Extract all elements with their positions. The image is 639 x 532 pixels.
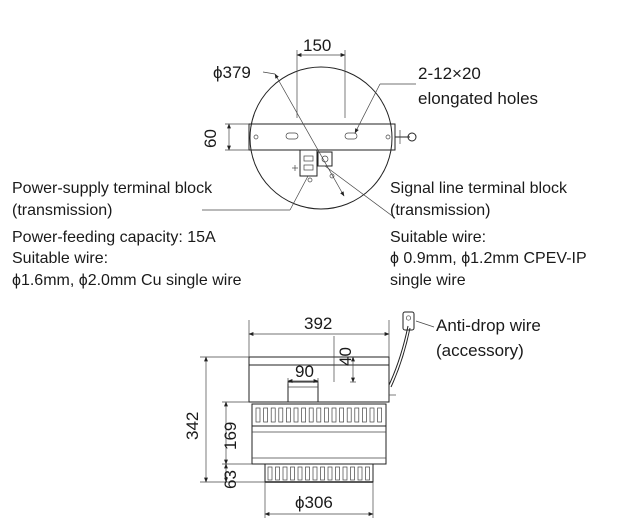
- louvre-slot: [346, 407, 352, 423]
- side-fins: [267, 466, 370, 481]
- cooling-fin: [335, 466, 340, 481]
- dim-342: 342: [183, 412, 202, 440]
- cooling-fin: [320, 466, 325, 481]
- power-terminal-notes: Power-supply terminal block (transmissio…: [12, 180, 242, 289]
- side-louvre-band: [251, 403, 387, 427]
- signal-terminal-title: Signal line terminal block: [390, 180, 568, 197]
- power-terminal-block: [299, 149, 318, 177]
- dim-40: 40: [336, 347, 355, 366]
- signal-suitable-wire-value: ϕ 0.9mm, ϕ1.2mm CPEV-IP: [390, 250, 587, 267]
- louvre-slot: [270, 407, 276, 423]
- side-view: 392 40 90 342 169 63 ϕ306 Anti-drop wire…: [183, 311, 541, 518]
- signal-terminal-notes: Signal line terminal block (transmission…: [390, 180, 587, 289]
- dim-150: 150: [303, 36, 331, 55]
- dim-63: 63: [221, 470, 240, 489]
- cooling-fin: [342, 466, 348, 481]
- side-upper-body: [248, 364, 390, 403]
- elongated-hole-right: [344, 132, 358, 140]
- anti-drop-wire-label: Anti-drop wire: [436, 316, 541, 335]
- dim-diameter-379: ϕ379: [213, 63, 251, 82]
- louvre-slot: [331, 407, 337, 423]
- holes-label-desc: elongated holes: [418, 89, 538, 108]
- top-view-outline: [249, 66, 393, 210]
- louvre-slot: [293, 407, 299, 423]
- cooling-fin: [305, 466, 310, 481]
- signal-suitable-wire-type: single wire: [390, 272, 466, 289]
- louvre-slot: [263, 407, 268, 423]
- anti-drop-wire-clip: [402, 311, 415, 331]
- dim-60: 60: [201, 129, 220, 148]
- dim-392: 392: [304, 314, 332, 333]
- top-view: 150 ϕ379 60 2-12×20 elongated holes: [201, 36, 538, 219]
- cooling-fin: [312, 466, 318, 481]
- cooling-fin: [365, 466, 370, 481]
- elongated-hole-left: [285, 132, 299, 140]
- cooling-fin: [282, 466, 288, 481]
- mounting-bracket: [248, 123, 396, 151]
- louvre-slot: [286, 407, 291, 423]
- side-bottom-fins: [264, 463, 374, 483]
- louvre-slot: [354, 407, 360, 423]
- signal-terminal-sub: (transmission): [390, 202, 490, 219]
- louvre-slot: [339, 407, 344, 423]
- power-feeding-capacity: Power-feeding capacity: 15A: [12, 229, 216, 246]
- cooling-fin: [267, 466, 273, 481]
- side-louvres: [255, 407, 382, 423]
- cooling-fin: [357, 466, 363, 481]
- louvre-slot: [362, 407, 367, 423]
- cooling-fin: [297, 466, 303, 481]
- signal-suitable-wire-label: Suitable wire:: [390, 229, 486, 246]
- power-suitable-wire-value: ϕ1.6mm, ϕ2.0mm Cu single wire: [12, 272, 242, 289]
- cooling-fin: [327, 466, 333, 481]
- power-terminal-title: Power-supply terminal block: [12, 180, 213, 197]
- anti-drop-wire-sub: (accessory): [436, 341, 524, 360]
- dim-90: 90: [295, 362, 314, 381]
- cooling-fin: [290, 466, 295, 481]
- side-top-plate: [248, 356, 390, 366]
- cooling-fin: [275, 466, 280, 481]
- power-terminal-sub: (transmission): [12, 202, 112, 219]
- louvre-slot: [369, 407, 375, 423]
- louvre-slot: [278, 407, 284, 423]
- dim-diameter-306: ϕ306: [295, 493, 333, 512]
- louvre-slot: [255, 407, 261, 423]
- side-terminal-box: [287, 381, 319, 403]
- cooling-fin: [350, 466, 355, 481]
- holes-label-qty: 2-12×20: [418, 64, 481, 83]
- louvre-slot: [316, 407, 322, 423]
- dim-169: 169: [221, 422, 240, 450]
- power-suitable-wire-label: Suitable wire:: [12, 250, 108, 267]
- louvre-slot: [377, 407, 382, 423]
- louvre-slot: [324, 407, 329, 423]
- louvre-slot: [308, 407, 314, 423]
- louvre-slot: [301, 407, 306, 423]
